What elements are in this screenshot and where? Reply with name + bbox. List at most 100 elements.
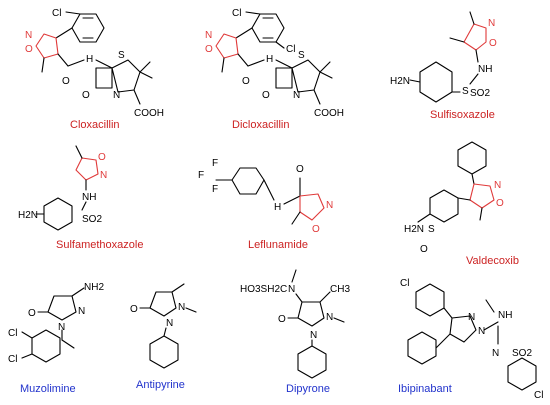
- dip-n-amine-label: N: [288, 284, 295, 295]
- lactam-n-label: N: [113, 90, 120, 101]
- smx-o-label: O: [98, 152, 106, 163]
- muz-cl1-label: Cl: [8, 328, 17, 339]
- anti-n2-label: N: [166, 318, 173, 329]
- leflunamide-caption: Leflunamide: [248, 239, 308, 251]
- smx-h2n-label: H2N: [18, 210, 38, 221]
- amide-o-label-2: O: [242, 76, 250, 87]
- cooh-label-2: COOH: [314, 108, 344, 119]
- ibi-chlorophenyl-ring-2: [507, 357, 537, 391]
- dipyrone-caption: Dipyrone: [286, 383, 330, 395]
- dip-n2-label: N: [310, 330, 317, 341]
- ibi-n1-label: N: [468, 312, 475, 323]
- vald-so-o-label: O: [420, 244, 428, 255]
- smx-nh-label: NH: [82, 192, 96, 203]
- beta-lactam-ring-2: [275, 67, 293, 89]
- lef-isoxazole-ring: [299, 193, 325, 221]
- dicloxacillin-caption: Dicloxacillin: [232, 119, 289, 131]
- ibipinabant-structure: Cl N N NH N SO2 Cl Ibipinabant: [398, 278, 543, 401]
- smx-n-label: N: [100, 170, 107, 181]
- sulf-s-label: S: [462, 86, 469, 97]
- cl-label-1: Cl: [232, 8, 241, 19]
- lef-o-label: O: [296, 164, 304, 175]
- ibi-n2-label: N: [478, 326, 485, 337]
- ibi-phenyl-ring: [407, 331, 437, 365]
- sulf-n-label: N: [488, 18, 495, 29]
- thiazolidine-s-label-2: S: [298, 50, 305, 61]
- valdecoxib-caption: Valdecoxib: [466, 255, 519, 267]
- muz-n2-label: N: [58, 322, 65, 333]
- smx-so2-label: SO2: [82, 214, 102, 225]
- lactam-o-label-2: O: [262, 90, 270, 101]
- ibi-n3-label: N: [492, 348, 499, 359]
- thiazolidine-ring-2: [291, 59, 321, 93]
- dip-pyrazolone-ring: [297, 301, 325, 327]
- smx-benzene-ring: [43, 197, 73, 231]
- amide-o-label: O: [62, 76, 70, 87]
- dicloxacillin-structure: Cl Cl N O O H O N S COOH Dicloxacillin: [205, 8, 344, 131]
- thiazolidine-ring: [111, 59, 141, 93]
- isoxazole-ring-2: [215, 33, 239, 59]
- isoxazole-n-label: N: [25, 30, 32, 41]
- muz-nh2-label: NH2: [84, 282, 104, 293]
- ibi-pyrazoline-ring: [449, 315, 477, 343]
- sulfisoxazole-caption: Sulfisoxazole: [430, 109, 495, 121]
- lef-nh-label: H: [274, 202, 281, 213]
- amide-nh-label: H: [86, 54, 93, 65]
- sulfisoxazole-structure: N O NH S SO2 H2N Sulfisoxazole: [390, 11, 497, 121]
- muzolimine-caption: Muzolimine: [20, 383, 76, 395]
- sulf-so2-label: SO2: [470, 88, 490, 99]
- anti-pyrazolone-ring: [149, 291, 177, 317]
- isoxazole-o-label: O: [25, 44, 33, 55]
- lef-benzene-ring: [231, 167, 265, 195]
- anti-n1-label: N: [178, 302, 185, 313]
- leflunamide-structure: F F F H O N O Leflunamide: [198, 158, 333, 251]
- cooh-label: COOH: [134, 108, 164, 119]
- dip-so3h-label: HO3SH2C: [240, 284, 287, 295]
- thiazolidine-s-label: S: [118, 50, 125, 61]
- sulfisoxazole-isoxazole-ring: [463, 23, 487, 51]
- smx-isoxazole-ring: [75, 157, 99, 181]
- isoxazole-n-label-2: N: [205, 30, 212, 41]
- sulf-h2n-label: H2N: [390, 76, 410, 87]
- anti-phenyl-ring: [149, 335, 179, 369]
- lef-f2-label: F: [212, 158, 218, 169]
- lactam-n-label-2: N: [293, 90, 300, 101]
- ibi-cl1-label: Cl: [400, 278, 409, 289]
- dipyrone-structure: HO3SH2C N CH3 N N O Dipyrone: [240, 269, 350, 395]
- dip-o-label: O: [278, 314, 286, 325]
- vald-n-label: N: [494, 180, 501, 191]
- lef-f3-label: F: [212, 184, 218, 195]
- ibipinabant-caption: Ibipinabant: [398, 383, 452, 395]
- dip-phenyl-ring: [297, 345, 327, 379]
- sulfamethoxazole-structure: O N NH SO2 H2N Sulfamethoxazole: [18, 145, 143, 251]
- sulfamethoxazole-caption: Sulfamethoxazole: [56, 239, 143, 251]
- lef-n-label: N: [326, 200, 333, 211]
- muz-benzene-ring: [31, 329, 61, 363]
- isoxazole-o-label-2: O: [205, 44, 213, 55]
- sulf-o-label: O: [489, 38, 497, 49]
- isoxazole-ring: [35, 33, 59, 59]
- vald-o-label: O: [496, 198, 504, 209]
- amide-nh-label-2: H: [266, 54, 273, 65]
- lactam-o-label: O: [82, 90, 90, 101]
- ibi-so2-label: SO2: [512, 348, 532, 359]
- sulf-nh-label: NH: [478, 64, 492, 75]
- ibi-chlorophenyl-ring-1: [415, 283, 445, 317]
- antipyrine-structure: N N O Antipyrine: [130, 283, 197, 391]
- sulf-benzene-ring: [419, 61, 453, 103]
- lef-f1-label: F: [198, 170, 204, 181]
- muz-pyrazolone-ring: [47, 295, 77, 321]
- lef-ring-o-label: O: [312, 224, 320, 235]
- vald-benzene-ring: [429, 189, 459, 223]
- muz-o-label: O: [28, 308, 36, 319]
- muz-n1-label: N: [78, 306, 85, 317]
- vald-h2n-label: H2N: [404, 224, 424, 235]
- cl-label: Cl: [52, 8, 61, 19]
- muzolimine-structure: NH2 N N O Cl Cl Muzolimine: [8, 282, 104, 395]
- vald-phenyl-ring: [457, 141, 487, 175]
- muz-cl2-label: Cl: [8, 354, 17, 365]
- valdecoxib-structure: N O H2N S O Valdecoxib: [404, 141, 519, 267]
- dip-ch3-label: CH3: [330, 284, 350, 295]
- cloxacillin-structure: Cl N O O H O N S COOH Cloxacillin: [25, 8, 164, 131]
